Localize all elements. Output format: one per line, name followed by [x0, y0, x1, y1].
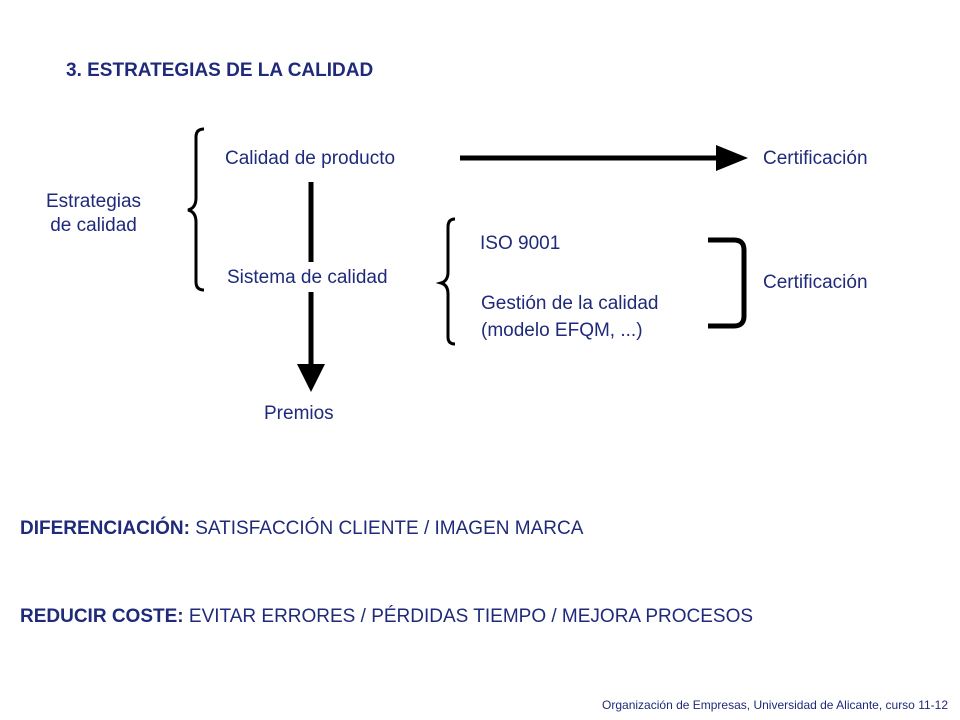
reduce-cost-value: EVITAR ERRORES / PÉRDIDAS TIEMPO / MEJOR…: [183, 606, 754, 627]
differentiation-key: DIFERENCIACIÓN: [20, 518, 184, 539]
arrow-to-certification-head: [716, 145, 748, 171]
slide-footer: Organización de Empresas, Universidad de…: [602, 698, 948, 712]
differentiation-value: SATISFACCIÓN CLIENTE / IMAGEN MARCA: [189, 518, 584, 539]
node-iso-9001: ISO 9001: [480, 233, 561, 254]
node-quality-management: Gestión de la calidad (modelo EFQM, ...): [481, 291, 658, 344]
node-awards: Premios: [264, 403, 334, 424]
reduce-cost-key: REDUCIR COSTE: [20, 606, 178, 627]
node-quality-management-line1: Gestión de la calidad: [481, 293, 659, 314]
node-quality-management-line2: (modelo EFQM, ...): [481, 319, 643, 341]
node-strategies: Estrategias de calidad: [46, 190, 141, 238]
node-strategies-line1: Estrategias: [46, 191, 142, 212]
differentiation-separator: :: [183, 518, 190, 539]
reduce-cost-separator: :: [177, 606, 184, 627]
node-product-quality: Calidad de producto: [225, 148, 396, 169]
node-certification-top: Certificación: [763, 148, 868, 169]
certification-bracket: [708, 237, 747, 329]
systems-brace: [435, 217, 456, 346]
arrow-to-premios-head: [297, 364, 325, 392]
node-certification-right: Certificación: [763, 272, 868, 293]
node-quality-system: Sistema de calidad: [227, 267, 388, 288]
node-strategies-line2: de calidad: [50, 214, 137, 236]
reduce-cost-line: REDUCIR COSTE: EVITAR ERRORES / PÉRDIDAS…: [20, 606, 753, 628]
differentiation-line: DIFERENCIACIÓN: SATISFACCIÓN CLIENTE / I…: [20, 518, 583, 540]
slide-title: 3. ESTRATEGIAS DE LA CALIDAD: [66, 60, 374, 81]
left-brace: [187, 127, 205, 292]
